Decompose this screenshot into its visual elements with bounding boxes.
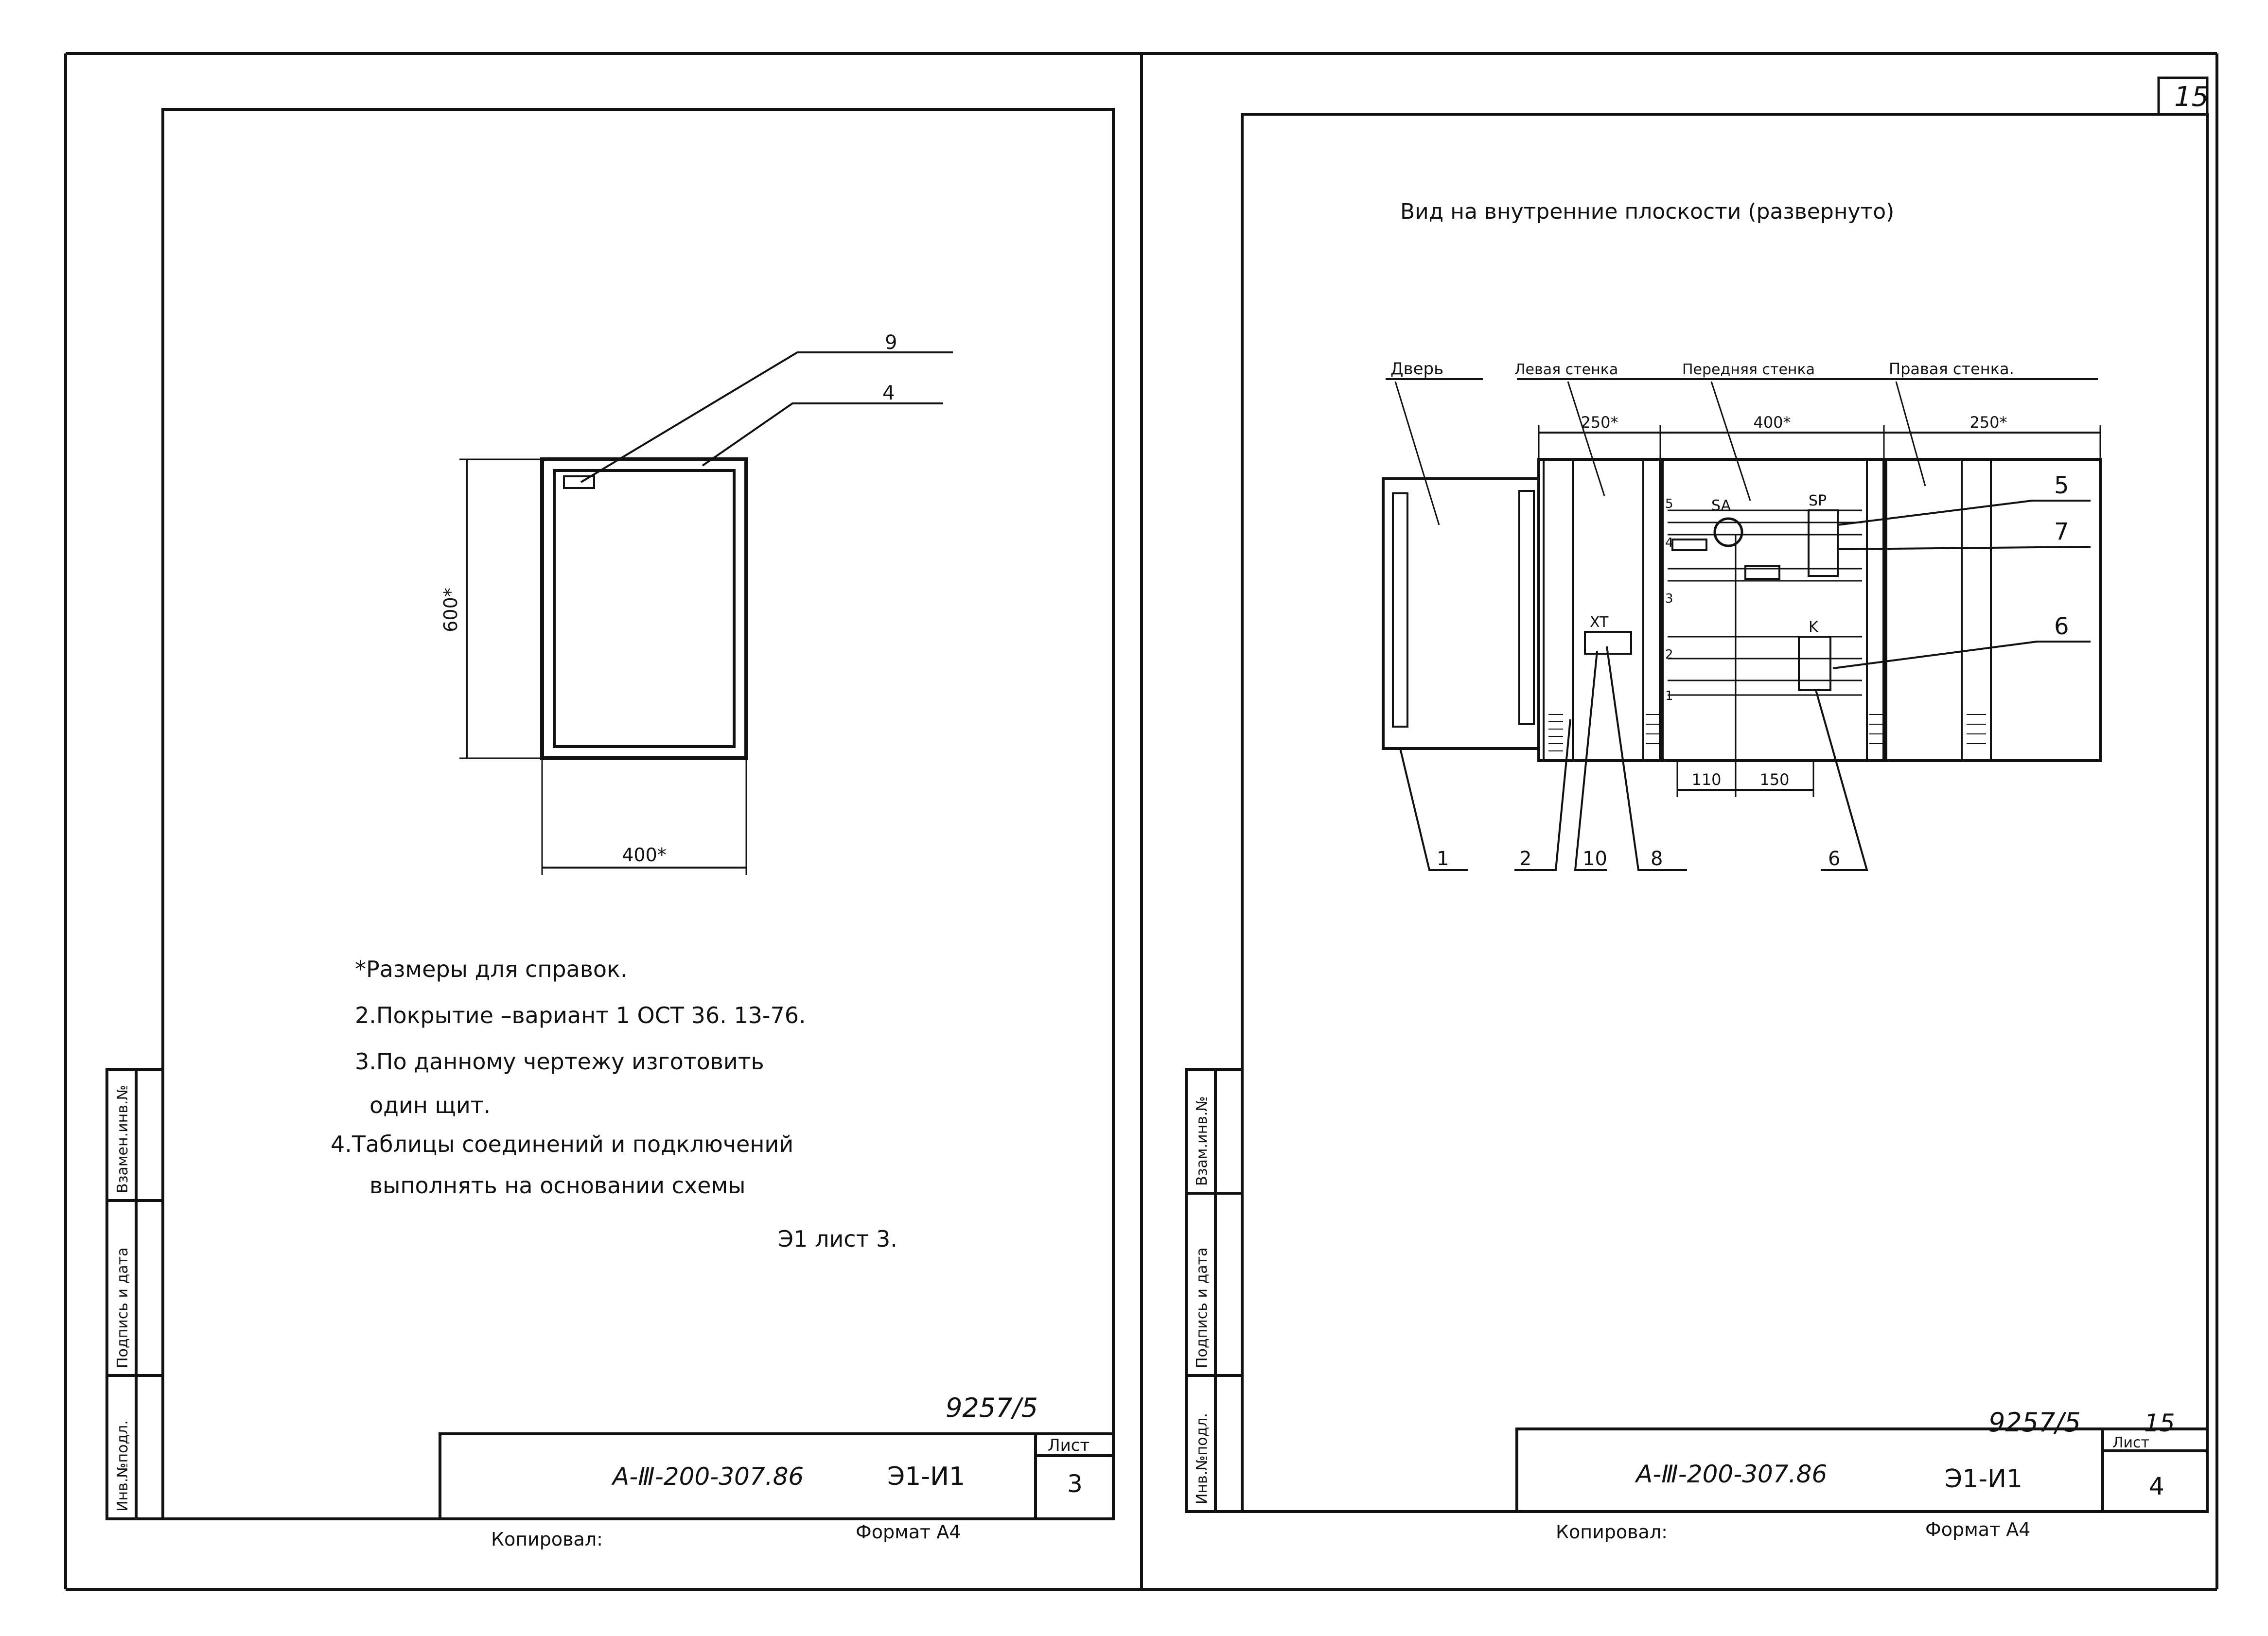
note-4-cont: выполнять на основании схемы: [369, 1172, 746, 1199]
switch-sp: [1808, 509, 1839, 577]
door-hinge-right: [1518, 490, 1535, 725]
left-notes: *Размеры для справок. 2.Покрытие –вариан…: [331, 956, 897, 1252]
note-3-cont: один щит.: [369, 1092, 491, 1118]
leader-7: 7: [2054, 518, 2069, 545]
label-xt: XT: [1590, 614, 1609, 631]
dim-left-wall: 250*: [1581, 413, 1618, 432]
left-copied-by: Копировал:: [491, 1529, 603, 1550]
callout-9-leader: [580, 351, 953, 483]
right-side-stamp-text: Инв.№подл. Подпись и дата Взам.инв.№: [1194, 1096, 1211, 1504]
leader-6: 6: [2054, 613, 2069, 640]
switch-sa: [1713, 517, 1743, 547]
stamp-sign-right: Подпись и дата: [1194, 1248, 1211, 1369]
label-left-wall: Левая стенка: [1514, 361, 1618, 378]
right-format: Формат А4: [1925, 1519, 2030, 1540]
strip-numbers: 5 4 3 2 1: [1665, 497, 1673, 703]
stamp-inv-right: Инв.№подл.: [1194, 1413, 1211, 1504]
relay-k: [1798, 636, 1831, 691]
right-page-mark: 15: [2144, 1409, 2175, 1437]
din-strip-3: [1866, 458, 1887, 762]
note-2: 2.Покрытие –вариант 1 ОСТ 36. 13-76.: [355, 1002, 806, 1028]
fuse-block: [1671, 539, 1707, 551]
callout-4-leader: [702, 402, 943, 467]
leader-bottom-1: 1: [1437, 848, 1449, 870]
left-sheet-label: Лист: [1048, 1436, 1090, 1455]
right-sheet: 15 Вид на внутренние плоскости (разверну…: [1185, 76, 2209, 1543]
stamp-replace-right: Взам.инв.№: [1194, 1096, 1211, 1186]
stamp-inv: Инв.№подл.: [114, 1420, 131, 1512]
right-job-number: 9257/5: [1988, 1407, 2081, 1438]
right-copied-by: Копировал:: [1556, 1521, 1668, 1543]
note-4: 4.Таблицы соединений и подключений: [331, 1131, 793, 1157]
right-sheet-label: Лист: [2112, 1434, 2149, 1451]
shield-outline: [540, 457, 748, 760]
label-door: Дверь: [1390, 359, 1443, 379]
left-side-stamp-text: Инв.№подл. Подпись и дата Взамен.инв.№: [114, 1085, 131, 1512]
dim-front-wall: 400*: [1753, 413, 1791, 432]
door-hinge-left: [1392, 492, 1408, 728]
right-doc: Э1-И1: [1945, 1464, 2022, 1494]
din-strip-1: [1543, 458, 1574, 762]
callout-4: 4: [882, 382, 895, 404]
view-title: Вид на внутренние плоскости (развернуто): [1400, 199, 1894, 224]
leader-bottom-2: 2: [1519, 848, 1531, 870]
corner-page-number: 15: [2174, 81, 2209, 113]
label-front-wall: Передняя стенка: [1682, 361, 1815, 378]
right-code: А-Ⅲ-200-307.86: [1635, 1460, 1827, 1488]
dim-150: 150: [1759, 770, 1789, 789]
din-strip-4: [1961, 458, 1992, 762]
stamp-replace: Взамен.инв.№: [114, 1085, 131, 1193]
stamp-sign: Подпись и дата: [114, 1248, 131, 1369]
terminal-small: [1744, 565, 1780, 580]
leader-bottom-10: 10: [1582, 848, 1607, 870]
dim-110: 110: [1691, 770, 1721, 789]
label-k: K: [1809, 619, 1819, 636]
left-job-number: 9257/5: [946, 1392, 1038, 1423]
right-title-block: [1515, 1427, 2209, 1513]
left-sheet: 9 4 600* 400* *Размеры для справок. 2.По…: [105, 108, 1115, 1550]
strip-num-4: 4: [1665, 536, 1673, 550]
note-4-end: Э1 лист 3.: [778, 1226, 897, 1252]
unfolded-body: [1537, 458, 2102, 762]
leader-5: 5: [2054, 472, 2069, 499]
corner-page-box: [2157, 76, 2209, 116]
left-title-block: [439, 1432, 1115, 1520]
label-right-wall: Правая стенка.: [1889, 360, 2014, 378]
label-sp: SP: [1809, 492, 1827, 509]
right-inner-frame: [1241, 113, 2209, 1513]
strip-num-3: 3: [1665, 592, 1673, 606]
din-strip-2: [1642, 458, 1664, 762]
callout-9: 9: [885, 331, 897, 354]
strip-num-2: 2: [1665, 647, 1673, 662]
din-ticks: [1548, 714, 1986, 751]
dim-height-text: 600*: [440, 588, 461, 632]
label-sa: SA: [1711, 497, 1731, 514]
dim-right-wall: 250*: [1969, 413, 2007, 432]
leader-bottom-6: 6: [1828, 848, 1840, 870]
label-plate: [563, 475, 595, 489]
strip-num-1: 1: [1665, 689, 1673, 703]
dim-width-text: 400*: [622, 844, 667, 866]
left-sheet-number: 3: [1067, 1470, 1083, 1498]
note-1: *Размеры для справок.: [355, 956, 627, 982]
note-3: 3.По данному чертежу изготовить: [355, 1048, 764, 1075]
shield-inner: [553, 469, 736, 748]
right-sheet-number: 4: [2149, 1472, 2164, 1500]
leader-bottom-8: 8: [1651, 848, 1663, 870]
left-code: А-Ⅲ-200-307.86: [611, 1462, 804, 1491]
left-format: Формат А4: [856, 1521, 961, 1543]
left-doc: Э1-И1: [887, 1462, 965, 1491]
left-inner-frame: [161, 108, 1115, 1520]
strip-num-5: 5: [1665, 497, 1673, 511]
